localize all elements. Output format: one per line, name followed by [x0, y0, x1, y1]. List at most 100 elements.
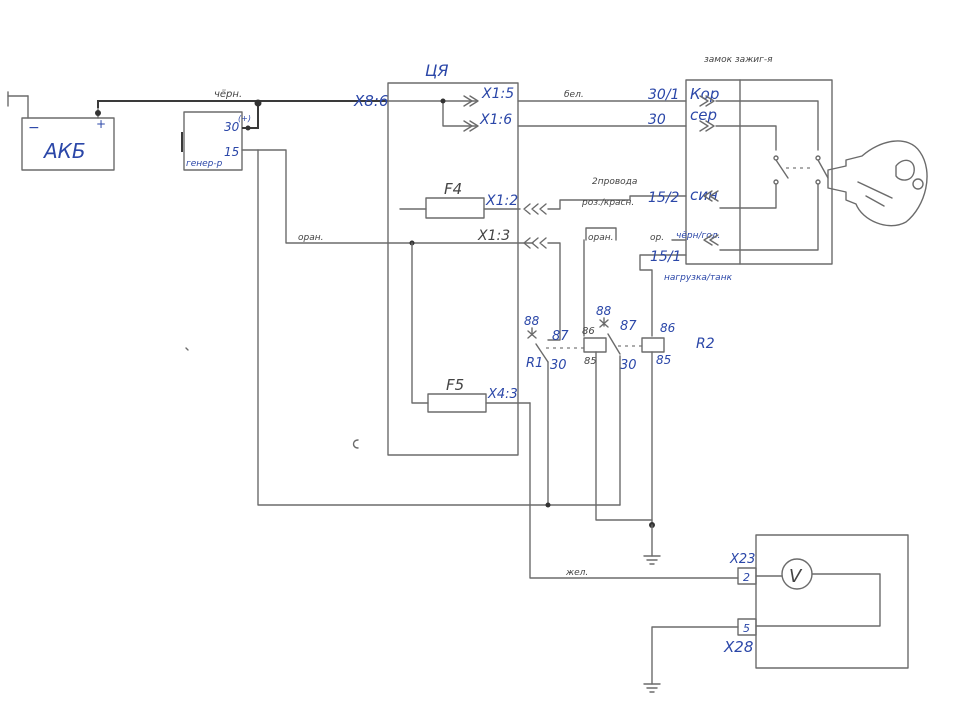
ground-symbol-1: [643, 555, 661, 565]
wire-label-blue: син: [690, 186, 718, 204]
switch-line-30: [715, 125, 777, 151]
coil1-pin-85: 85: [584, 356, 597, 367]
relay-r1: 88 87 30 R1 86 85: [524, 314, 653, 521]
relay-r2: 88 87 30 86 85 R2: [596, 304, 715, 526]
ignition-switch-title: замок зажиг-я: [704, 55, 773, 65]
wire-x1-3-relay: [547, 242, 561, 341]
wire-label-two-wires: 2провода: [592, 177, 637, 187]
arrows-x1-2: [523, 203, 547, 215]
switch-line-30-1: [715, 100, 819, 151]
wire-orange-mid-loop: [585, 227, 617, 241]
r2-pin-87: 87: [620, 319, 637, 334]
r2-pin-30: 30: [620, 358, 637, 373]
fuse-f4-label: F4: [444, 180, 462, 198]
r2-label: R2: [696, 336, 715, 352]
voltmeter-loop: [755, 573, 881, 627]
battery-plus-terminal: [95, 110, 101, 116]
r1-pin-87: 87: [552, 329, 569, 344]
arrow-x1-5: [463, 95, 479, 107]
pencil-mark: [352, 439, 359, 449]
battery: − + АКБ: [7, 91, 115, 171]
r2-coil: [641, 337, 665, 353]
wire-internal-x1-6: [442, 100, 477, 127]
wire-label-loads: нагрузка/танк: [664, 273, 733, 283]
ignition-switch: замок зажиг-я 30/1 30 15/2 15/1 Кор сер …: [648, 55, 833, 283]
fuse-f5: [427, 393, 487, 413]
wire-label-gray: сер: [690, 106, 717, 124]
fuse-f4: [425, 197, 485, 219]
switch-line-15-1: [719, 183, 819, 251]
voltmeter-symbol: V: [789, 566, 803, 587]
battery-minus-label: −: [28, 120, 40, 136]
wire-generator-15-return: [241, 149, 621, 506]
wire-pink-red: [547, 195, 687, 210]
r1-label: R1: [526, 356, 543, 371]
connector-x1-6: X1:6: [479, 112, 512, 128]
arrow-30-1: [699, 95, 715, 107]
r1-pin-30: 30: [550, 358, 567, 373]
r1-coil: [583, 337, 607, 353]
r2-88-cross: [599, 319, 609, 328]
voltmeter-module: 2 5 X23 X28 V: [723, 534, 909, 669]
r2-contact: [607, 333, 621, 355]
wire-label-white: бел.: [564, 90, 584, 100]
wire-yellow: [529, 402, 739, 579]
key-hole: [895, 159, 915, 181]
key-blade-detail: [857, 181, 893, 207]
coil2-pin-86: 86: [660, 321, 676, 335]
switch-contact-a: [775, 159, 789, 179]
voltmeter-body: [755, 534, 909, 669]
generator-pin30: 30: [224, 120, 240, 134]
ground-symbol-2: [643, 683, 661, 693]
wire-label-orange-left: оран.: [298, 233, 323, 243]
generator-label: генер-р: [186, 159, 223, 169]
arrow-x1-6: [463, 120, 479, 132]
wire-label-black: чёрн.: [214, 89, 242, 100]
arrows-x1-3: [523, 237, 547, 249]
battery-label: АКБ: [42, 139, 86, 163]
coil2-pin-85: 85: [656, 353, 671, 367]
pin-2-label: 2: [743, 571, 750, 584]
node-generator-30: [254, 99, 262, 107]
terminal-30-1: 30/1: [648, 87, 679, 103]
key-ring: [912, 178, 924, 190]
control-unit-body: [387, 82, 519, 456]
wire-orange-right: [639, 254, 687, 337]
pencil-dot: [185, 347, 189, 351]
control-unit-title: ЦЯ: [425, 61, 449, 80]
generator-pin30-mark: (+): [238, 114, 251, 123]
connector-x8-6: X8:6: [353, 92, 388, 110]
wire-label-brown: Кор: [690, 85, 719, 103]
generator-pin15: 15: [224, 145, 239, 159]
pin-5-label: 5: [743, 622, 750, 635]
control-unit: ЦЯ X1:5 X1:6 F4 X1:2 X1:3 F5 X4:3: [387, 61, 531, 456]
switch-pivot-a: [773, 155, 779, 161]
coil1-ground-wire: [595, 351, 653, 521]
connector-x4-3: X4:3: [487, 387, 518, 402]
generator-terminal-30: [245, 125, 251, 131]
generator: 30 (+) 15 генер-р: [181, 111, 251, 171]
wire-label-orange-mid: оран.: [588, 233, 613, 243]
wire-voltmeter-ground: [651, 626, 739, 685]
terminal-15-1: 15/1: [650, 249, 681, 265]
key-icon: [827, 140, 928, 227]
terminal-15-2: 15/2: [648, 190, 680, 206]
battery-plus-label: +: [96, 117, 106, 131]
ignition-switch-body: [685, 79, 833, 265]
coil1-pin-86: 86: [582, 326, 595, 337]
arrow-15-2: [703, 190, 719, 202]
wire-internal-f5: [411, 242, 429, 404]
r2-pin-88: 88: [596, 304, 612, 318]
r1-pin-88: 88: [524, 314, 540, 328]
terminal-30: 30: [648, 112, 666, 128]
node-internal-feed: [440, 98, 446, 104]
wire-label-orange-right: ор.: [650, 233, 664, 243]
connector-x1-2: X1:2: [485, 193, 518, 209]
connector-x1-3: X1:3: [477, 228, 510, 244]
switch-line-15-2: [719, 183, 777, 209]
connector-x28: X28: [723, 638, 753, 656]
node-r1-30: [545, 502, 551, 508]
connector-x23: X23: [729, 552, 755, 567]
